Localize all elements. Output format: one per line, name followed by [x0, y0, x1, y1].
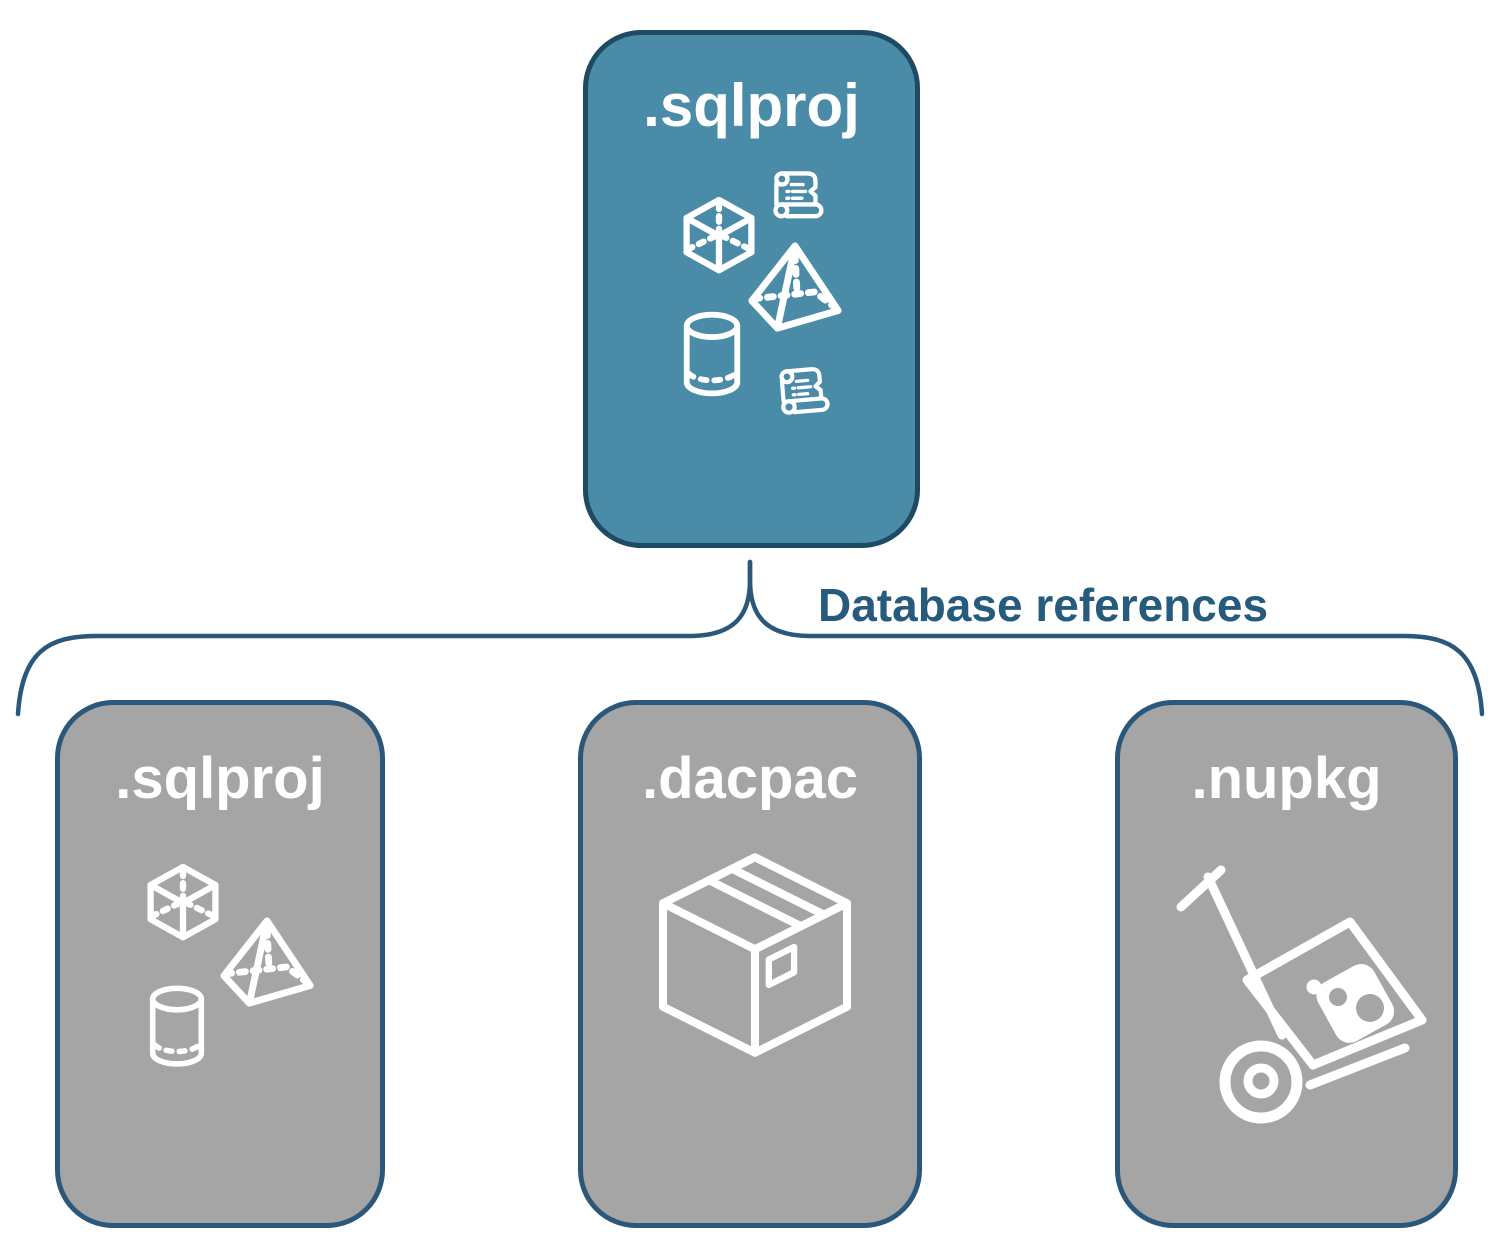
- connector-left-branch: [15, 559, 753, 717]
- child-box-sqlproj: .sqlproj: [55, 700, 385, 1228]
- scroll-icon: [764, 165, 826, 229]
- nuget-hand-truck-icon: [1155, 850, 1435, 1130]
- cylinder-icon: [678, 311, 746, 401]
- pyramid-icon: [740, 240, 850, 338]
- child-box-dacpac: .dacpac: [578, 700, 922, 1228]
- pyramid-icon: [215, 915, 319, 1013]
- cylinder-icon: [143, 985, 211, 1071]
- child-box-title: .sqlproj: [115, 746, 325, 811]
- connector-right-branch: [747, 559, 1485, 717]
- root-box-title: .sqlproj: [643, 72, 860, 139]
- child-box-nupkg: .nupkg: [1115, 700, 1458, 1228]
- child-box-title: .nupkg: [1191, 746, 1382, 811]
- child-box-title: .dacpac: [642, 746, 858, 811]
- connector-label: Database references: [818, 579, 1269, 631]
- package-box-icon: [640, 840, 870, 1125]
- scroll-icon: [766, 360, 837, 426]
- root-box-sqlproj: .sqlproj: [583, 30, 920, 548]
